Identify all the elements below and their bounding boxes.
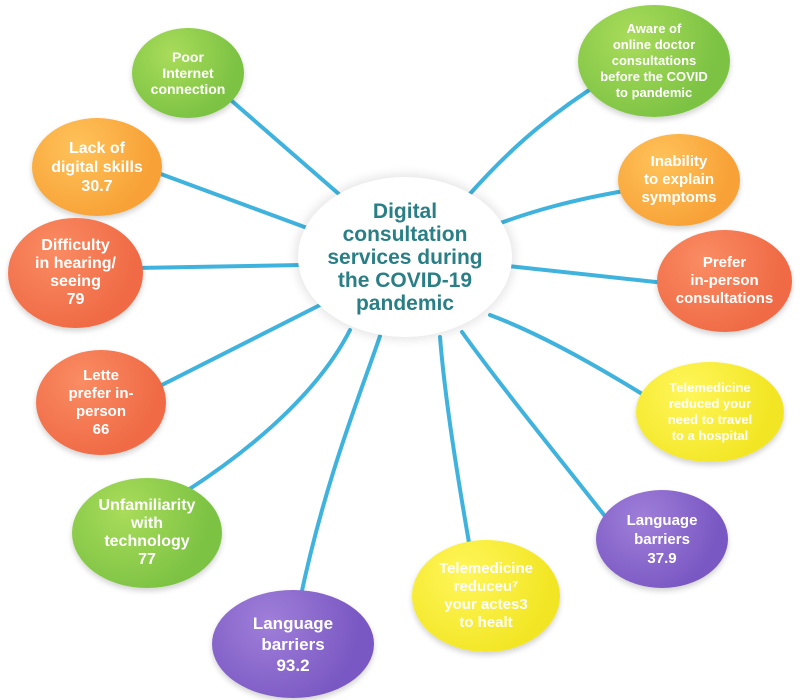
node-label: Difficulty	[41, 237, 110, 254]
node-value: 37.9	[647, 549, 677, 567]
connector-aware-of-online	[466, 78, 607, 198]
node-label: to a hospital	[671, 428, 749, 443]
node-label: Lette	[83, 366, 119, 384]
node-value: 79	[66, 291, 85, 308]
node-poor-internet-connection: Poor Internet connection	[132, 28, 244, 118]
node-label: Language	[626, 511, 698, 529]
node-label: reduceu⁷	[453, 578, 519, 595]
node-value: 77	[138, 551, 156, 568]
node-telemedicine-reduceu: Telemedicine reduceu⁷ your actes3 to hea…	[412, 540, 560, 652]
center-line: pandemic	[355, 291, 455, 315]
center-line: services during	[327, 245, 483, 269]
connector-language-barriers-93	[298, 334, 382, 602]
node-value: 30.7	[81, 177, 113, 195]
node-lack-of-digital-skills: Lack of digital skills 30.7	[32, 118, 162, 216]
node-aware-of-online-consultations: Aware of online doctor consultations bef…	[578, 5, 730, 117]
node-label: Inability	[650, 153, 708, 170]
node-telemedicine-reduced-travel: Telemedicine reduced your need to travel…	[636, 362, 784, 462]
node-label: consultations	[675, 290, 774, 307]
node-label: symptoms	[641, 189, 717, 206]
node-label: in hearing/	[35, 255, 116, 272]
node-label: need to travel	[667, 412, 753, 427]
connector-prefer-in-person	[506, 264, 667, 285]
node-label: technology	[104, 533, 190, 550]
node-label: Prefer	[702, 254, 747, 271]
center-line: Digital	[372, 199, 438, 223]
node-label: Telemedicine	[439, 560, 533, 577]
node-label: Aware of	[626, 21, 682, 36]
node-label: before the COVID	[600, 69, 708, 84]
node-label: Lack of	[68, 139, 125, 157]
node-lette-prefer-in-person: Lette prefer in- person 66	[36, 350, 166, 455]
node-label: barriers	[261, 634, 325, 654]
node-label: with	[131, 515, 163, 532]
node-label: to healt	[459, 614, 513, 631]
connector-lette-prefer	[150, 303, 322, 392]
node-language-barriers-93: Language barriers 93.2	[212, 590, 374, 698]
node-label: to explain	[643, 171, 714, 188]
node-label: Internet	[162, 65, 214, 81]
node-label: Telemedicine	[669, 380, 751, 395]
node-label: Poor	[172, 49, 204, 65]
node-label: digital skills	[51, 158, 143, 176]
node-label: your actes3	[444, 596, 528, 613]
connector-unfamiliarity	[186, 328, 352, 492]
node-inability-to-explain-symptoms: Inability to explain symptoms	[618, 134, 740, 226]
connector-telemedicine-reduceu	[438, 335, 474, 562]
center-line: consultation	[342, 222, 468, 246]
node-label: connection	[150, 81, 226, 97]
node-label: Unfamiliarity	[98, 497, 196, 514]
connector-inability	[493, 188, 632, 227]
node-unfamiliarity-with-technology: Unfamiliarity with technology 77	[72, 478, 222, 588]
node-value: 93.2	[276, 655, 310, 675]
node-prefer-in-person-consultations: Prefer in-person consultations	[657, 230, 792, 332]
center-line: the COVID-19	[337, 268, 473, 292]
node-label: barriers	[634, 530, 690, 548]
node-label: seeing	[50, 273, 101, 290]
connector-lack-of-digital-skills	[148, 168, 320, 234]
node-label: consultations	[611, 53, 697, 68]
connector-language-barriers-37	[460, 330, 610, 522]
connector-poor-internet	[223, 93, 342, 197]
node-label: reduced your	[668, 396, 752, 411]
node-language-barriers-37: Language barriers 37.9	[596, 490, 728, 588]
node-difficulty-in-hearing-seeing: Difficulty in hearing/ seeing 79	[8, 218, 143, 328]
node-label: person	[75, 402, 126, 420]
node-label: Language	[252, 613, 334, 633]
connector-difficulty-hearing	[133, 263, 304, 270]
connector-telemedicine-travel	[488, 313, 657, 404]
node-value: 66	[92, 420, 110, 438]
node-label: in-person	[690, 272, 759, 289]
node-label: to pandemic	[615, 85, 693, 100]
node-label: online doctor	[612, 37, 696, 52]
central-topic: Digital consultation services during the…	[298, 177, 512, 337]
node-label: prefer in-	[68, 384, 134, 402]
